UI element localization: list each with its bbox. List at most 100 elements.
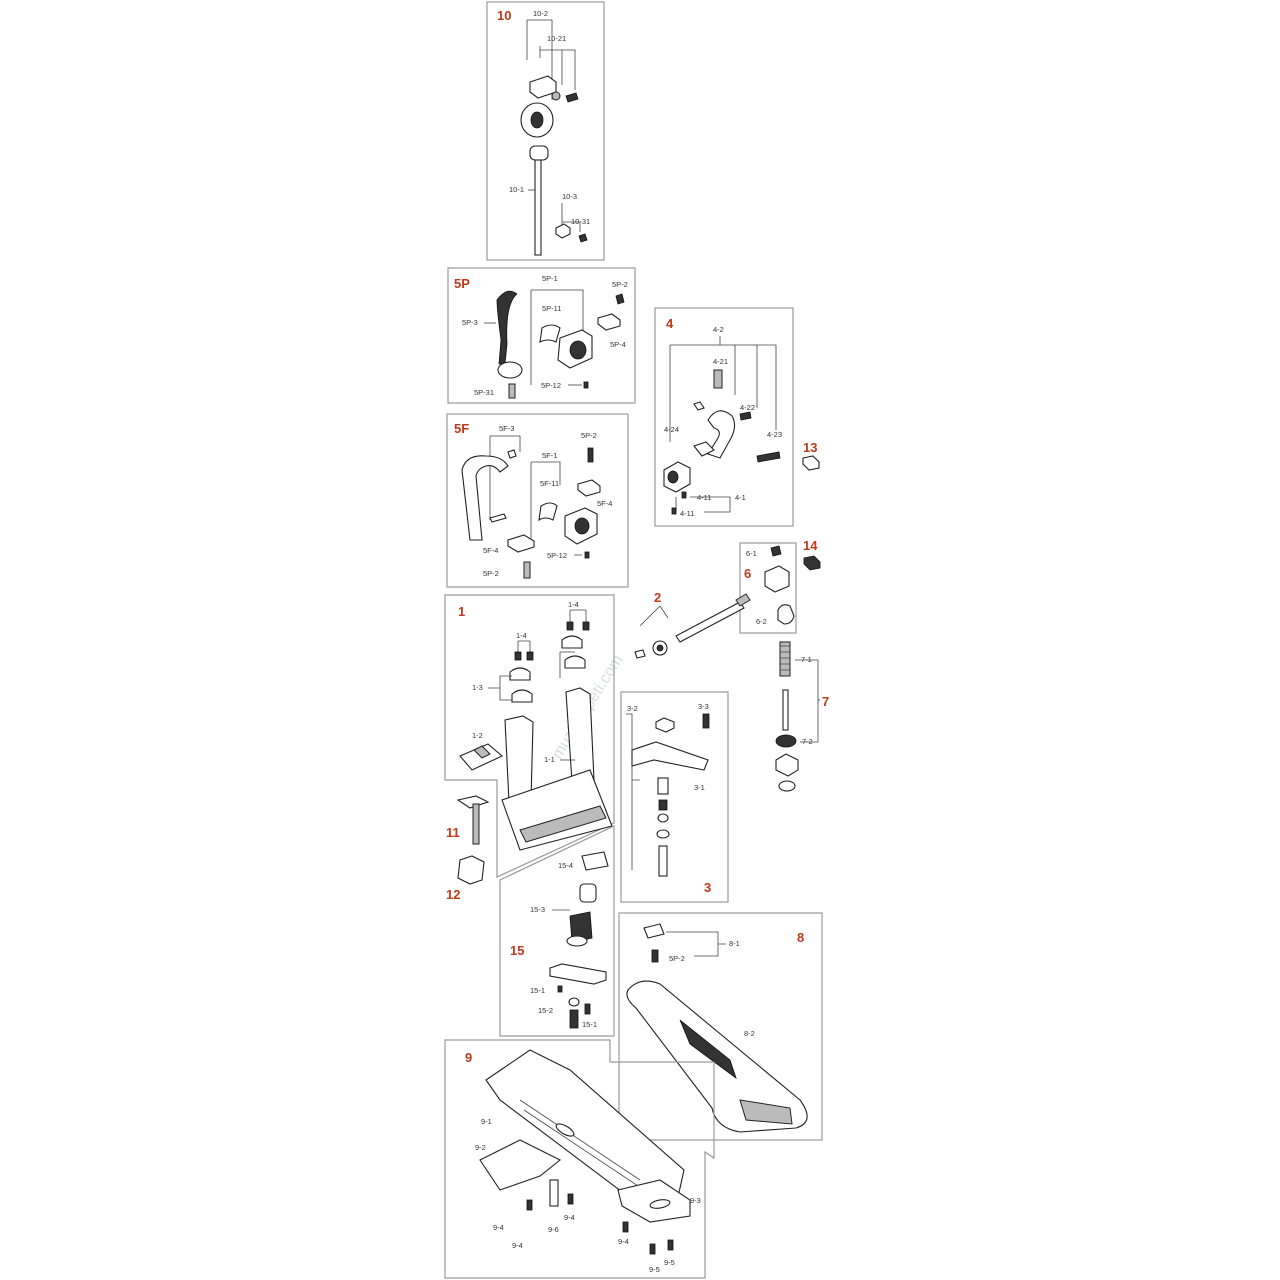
part-label-5f-4a: 5F-4 [597, 499, 612, 508]
part-label-4-2: 4-2 [713, 325, 724, 334]
section-12-label: 12 [446, 887, 460, 902]
section-11-label: 11 [446, 825, 460, 840]
part-label-3-1: 3-1 [694, 783, 705, 792]
axle-part [675, 601, 745, 643]
section-9-box [444, 1039, 715, 1279]
part-label-5f-4b: 5F-4 [483, 546, 498, 555]
baseplate-part [485, 1049, 685, 1211]
part-label-9-4c: 9-4 [512, 1241, 523, 1250]
section-13-label: 13 [803, 440, 817, 455]
part-label-1-4a: 1-4 [568, 600, 579, 609]
knob-15-part [569, 911, 593, 943]
section-15-group: 15-4 15-3 15 15-1 15-2 15-1 [499, 825, 615, 1037]
part-label-8-1: 8-1 [729, 939, 740, 948]
section-4-label: 4 [666, 316, 674, 331]
part-label-5p-1: 5P-1 [542, 274, 558, 283]
part-label-9-6: 9-6 [548, 1225, 559, 1234]
part-label-5p-11: 5P-11 [542, 304, 561, 313]
strap-part [461, 455, 509, 541]
part-label-5f-2b: 5P-2 [483, 569, 499, 578]
chain-part [496, 290, 518, 365]
section-4-box [654, 307, 794, 527]
part-label-9-1: 9-1 [481, 1117, 492, 1126]
section-5p-label: 5P [454, 276, 470, 291]
section-7-group: 7-1 7 7-2 [775, 641, 829, 792]
section-15-label: 15 [510, 943, 524, 958]
part-label-8-sp2: 5P-2 [669, 954, 685, 963]
section-1-box [444, 594, 615, 878]
bolt-3-part [658, 845, 668, 877]
heel-plate-part [617, 1179, 691, 1223]
beater-weight-part [529, 145, 549, 161]
section-10-box [486, 1, 605, 261]
nut-14-part [803, 555, 821, 571]
part-label-10-2: 10-2 [533, 9, 548, 18]
beater-shaft-part [534, 159, 542, 256]
part-label-5f-3: 5F-3 [499, 424, 514, 433]
part-label-15-3: 15-3 [530, 905, 545, 914]
spring-part [779, 641, 791, 677]
section-6-group: 6 6-1 6-2 [739, 542, 797, 634]
part-label-15-2: 15-2 [538, 1006, 553, 1015]
part-label-5f-11: 5F-11 [540, 479, 559, 488]
part-label-1-1: 1-1 [544, 755, 555, 764]
part-label-15-4: 15-4 [558, 861, 573, 870]
part-label-5p-3: 5P-3 [462, 318, 478, 327]
part-label-9-4d: 9-4 [618, 1237, 629, 1246]
part-label-9-2: 9-2 [475, 1143, 486, 1152]
part-label-4-23: 4-23 [767, 430, 782, 439]
section-9-group: 9 9-1 9-2 9-4 9-6 9-4 9-4 9-3 9-4 9-5 9-… [444, 1039, 715, 1279]
part-label-10-1: 10-1 [509, 185, 524, 194]
part-label-3-3: 3-3 [698, 702, 709, 711]
section-14-label: 14 [803, 538, 818, 553]
part-label-5f-2a: 5P-2 [581, 431, 597, 440]
part-label-5p-2: 5P-2 [612, 280, 628, 289]
part-label-9-4b: 9-4 [564, 1213, 575, 1222]
section-9-label: 9 [465, 1050, 472, 1065]
section-3-box [620, 691, 729, 903]
section-6-label: 6 [744, 566, 751, 581]
part-label-9-5b: 9-5 [664, 1258, 675, 1267]
part-label-10-3: 10-3 [562, 192, 577, 201]
section-5p-group: 5P 5P-1 5P-2 5P-3 5P-11 5P-4 5P-12 5P-31 [447, 267, 636, 404]
rod-7-part [782, 689, 789, 731]
part-label-5p-4: 5P-4 [610, 340, 626, 349]
section-2-label: 2 [654, 590, 661, 605]
section-15-box [499, 825, 615, 1037]
section-5f-label: 5F [454, 421, 469, 436]
section-10-group: 10 10-2 10-21 10-1 10-3 10-31 [486, 1, 605, 261]
clamp-4-part [707, 410, 736, 459]
cam-3-part [631, 741, 709, 771]
part-label-4-11a: 4-11 [697, 493, 711, 502]
section-2-group: 2 [634, 590, 751, 659]
part-label-6-2: 6-2 [756, 617, 767, 626]
section-3-label: 3 [704, 880, 711, 895]
section-5p-box [447, 267, 636, 404]
part-label-7-1: 7-1 [801, 655, 812, 664]
section-12-group: 12 [446, 855, 485, 902]
section-6-box [739, 542, 797, 634]
key-shaft-part [472, 803, 480, 845]
section-5f-box [446, 413, 629, 588]
part-label-4-24: 4-24 [664, 425, 679, 434]
part-label-6-1: 6-1 [746, 549, 757, 558]
part-label-15-1b: 15-1 [582, 1020, 597, 1029]
part-label-15-1a: 15-1 [530, 986, 545, 995]
section-11-group: 11 [446, 795, 490, 845]
part-label-1-2: 1-2 [472, 731, 483, 740]
section-8-label: 8 [797, 930, 804, 945]
section-7-label: 7 [822, 694, 829, 709]
part-label-4-22: 4-22 [740, 403, 755, 412]
section-10-label: 10 [497, 8, 511, 23]
section-1-label: 1 [458, 604, 465, 619]
bolt-9-6-part [549, 1179, 559, 1207]
spur-12-part [457, 855, 485, 885]
section-1-group: 1 1-4 1-4 1-3 1-2 1-1 [444, 594, 615, 878]
section-13-group: 13 [802, 440, 820, 471]
section-8-box [618, 912, 823, 1141]
section-8-group: 8 8-1 5P-2 8-2 [618, 912, 823, 1141]
part-label-10-31: 10-31 [571, 217, 590, 226]
part-label-5f-1: 5F-1 [542, 451, 557, 460]
section-5f-group: 5F 5F-3 5P-2 5F-1 5F-4 5F-11 5F-4 5P-12 … [446, 413, 629, 588]
